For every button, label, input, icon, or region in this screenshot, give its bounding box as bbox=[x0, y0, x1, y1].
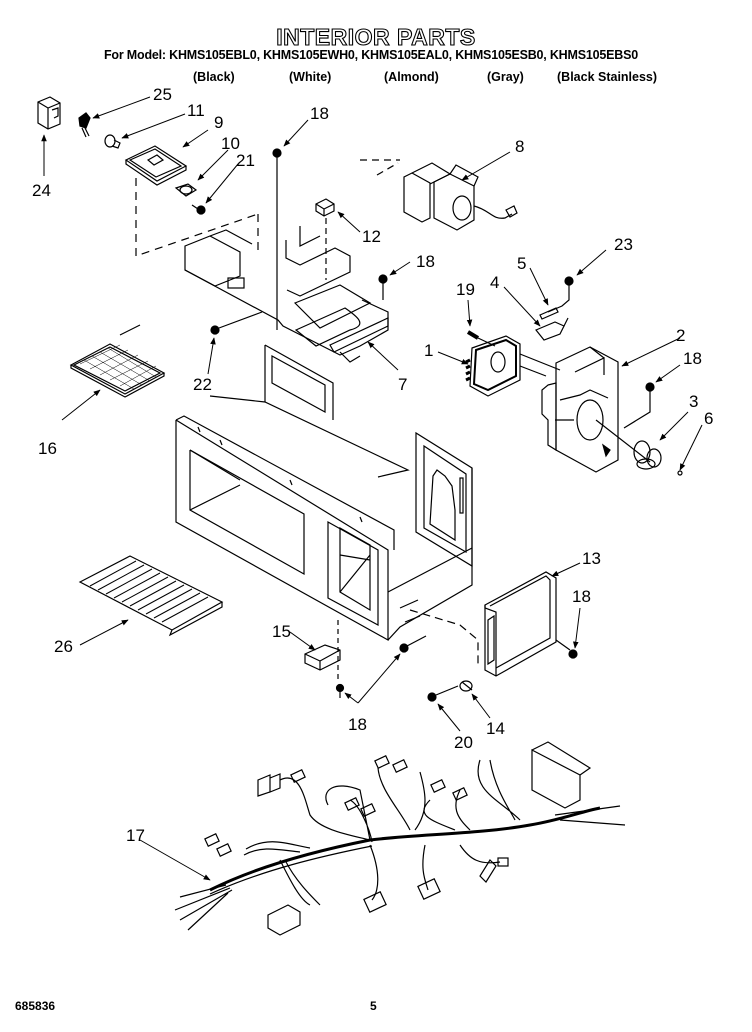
part-23-screw bbox=[547, 276, 574, 313]
callout-11: 11 bbox=[187, 101, 205, 120]
callout-25: 25 bbox=[153, 85, 172, 104]
callout-20: 20 bbox=[454, 733, 473, 752]
part-19-screw bbox=[466, 330, 496, 347]
callout-4: 4 bbox=[490, 273, 500, 292]
callout-15: 15 bbox=[272, 622, 291, 641]
callout-1: 1 bbox=[424, 341, 434, 360]
part-21-screw bbox=[191, 204, 206, 215]
callout-14: 14 bbox=[486, 719, 505, 738]
callout-3: 3 bbox=[689, 392, 699, 411]
callout-18-bottom: 18 bbox=[348, 715, 367, 734]
callout-23: 23 bbox=[614, 235, 633, 254]
callout-7: 7 bbox=[398, 375, 408, 394]
page-title: INTERIOR PARTS bbox=[276, 23, 476, 50]
part-5-fuse bbox=[539, 307, 559, 320]
leader-dashed-lamp bbox=[135, 178, 259, 257]
part-18-screw-fan bbox=[623, 382, 655, 429]
callout-6: 6 bbox=[704, 409, 714, 428]
document-number: 685836 bbox=[15, 999, 56, 1013]
callout-24: 24 bbox=[32, 181, 51, 200]
part-10-lamp-socket bbox=[174, 183, 198, 197]
part-13-waveguide-cover bbox=[484, 571, 571, 677]
callout-12: 12 bbox=[362, 227, 381, 246]
part-12-thermal-cutout bbox=[315, 198, 335, 280]
callout-18-duct: 18 bbox=[416, 252, 435, 271]
callout-10: 10 bbox=[221, 134, 240, 153]
part-16-grease-filter bbox=[69, 324, 166, 398]
callout-21: 21 bbox=[236, 151, 255, 170]
callout-22: 22 bbox=[193, 375, 212, 394]
model-list: For Model: KHMS105EBL0, KHMS105EWH0, KHM… bbox=[104, 48, 638, 62]
callout-13: 13 bbox=[582, 549, 601, 568]
part-24-relay bbox=[37, 96, 61, 130]
color-label-white: (White) bbox=[289, 70, 332, 84]
callout-26: 26 bbox=[54, 637, 73, 656]
callout-18-right: 18 bbox=[572, 587, 591, 606]
leader-dashed-waveguide bbox=[409, 609, 479, 665]
part-14-stirrer-bushing bbox=[459, 680, 473, 692]
part-15-bracket bbox=[304, 620, 341, 680]
part-3-fan-blade bbox=[595, 419, 662, 470]
callout-2: 2 bbox=[676, 326, 686, 345]
main-oven-cavity bbox=[175, 344, 473, 642]
part-7-air-duct-assembly bbox=[184, 226, 389, 363]
part-4-fuse-holder bbox=[535, 317, 569, 341]
part-18-screw-right bbox=[568, 649, 578, 659]
part-6-nut bbox=[677, 470, 683, 476]
part-26-grille bbox=[78, 555, 224, 637]
part-11-lamp-bulb bbox=[104, 134, 121, 149]
color-label-almond: (Almond) bbox=[384, 70, 439, 84]
callout-9: 9 bbox=[214, 113, 224, 132]
page-number: 5 bbox=[370, 999, 377, 1013]
part-18-screw-top bbox=[272, 148, 282, 330]
part-22-screw bbox=[210, 311, 263, 335]
callout-19: 19 bbox=[456, 280, 475, 299]
part-18-screw-duct bbox=[378, 274, 388, 300]
callout-17: 17 bbox=[126, 826, 145, 845]
callout-8: 8 bbox=[515, 137, 525, 156]
callout-5: 5 bbox=[517, 254, 527, 273]
callout-arrows bbox=[41, 96, 703, 881]
part-25-bracket bbox=[78, 112, 91, 138]
color-label-black-stainless: (Black Stainless) bbox=[557, 70, 658, 84]
part-18-screws-bottom bbox=[335, 635, 427, 698]
callout-16: 16 bbox=[38, 439, 57, 458]
color-label-gray: (Gray) bbox=[487, 70, 524, 84]
color-label-black: (Black) bbox=[193, 70, 235, 84]
part-20-screw bbox=[427, 685, 459, 702]
part-8-blower-motor bbox=[360, 159, 518, 231]
part-17-wire-harness bbox=[174, 741, 626, 936]
callout-18-top: 18 bbox=[310, 104, 329, 123]
callout-18-fan: 18 bbox=[683, 349, 702, 368]
part-2-fan-housing bbox=[541, 346, 619, 473]
part-9-lamp-cover bbox=[124, 145, 188, 186]
